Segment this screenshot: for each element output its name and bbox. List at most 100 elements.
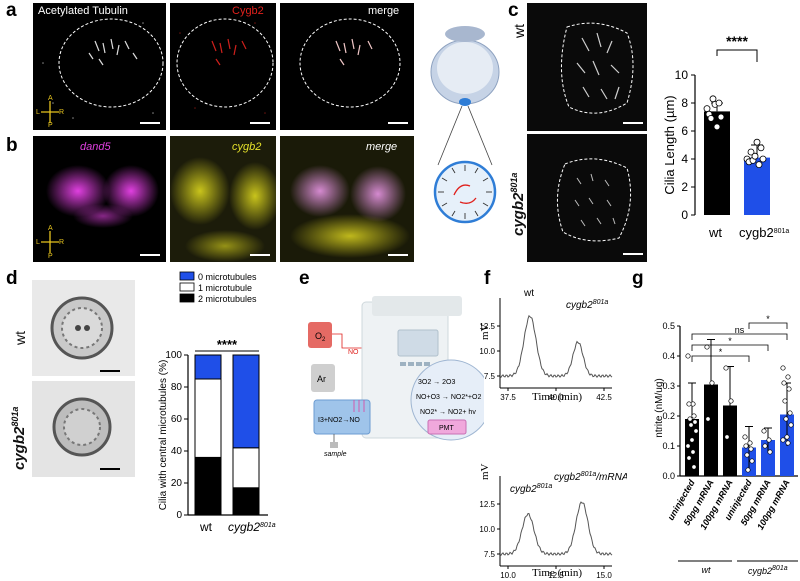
label-merge-a: merge [368,5,400,17]
nitrite-chart: ntrite (nM/ug)0.00.10.20.30.40.5uninject… [654,314,798,576]
chart-c-point [747,148,755,156]
chart-g-ytick-label: 0.0 [662,471,675,481]
axis-a-letter: A [48,95,53,102]
chart-d-ylabel: Cilia with central microtubules (%) [158,360,169,511]
axis-l-letter: L [36,239,40,246]
chart-c-point [751,152,759,160]
chart-f-xtick-label: 37.5 [500,393,516,402]
chart-g-point [784,434,790,440]
chart-g-bar [761,440,775,476]
chart-d-legend-swatch [179,282,195,292]
label-wt-d: wt [12,331,28,345]
chart-d-xlabel: cygb2801a [228,520,276,534]
reaction-3: NO2* → NO2+ hv [420,409,476,416]
chart-c-ytick-label: 4 [681,152,688,166]
chart-g-sig-bracket [691,355,750,362]
chart-d-legend-swatch [179,293,195,303]
chart-d-bar-segment [194,456,222,516]
chart-f-xtick-label: 10.0 [500,571,516,580]
chart-f-trace [499,501,613,557]
chart-g-ytick-label: 0.3 [662,381,675,391]
kupffer-vesicle-magnified [433,160,497,224]
panel-label-d: d [6,268,18,289]
chart-f-xtick-label: 42.5 [596,393,612,402]
chart-c-point [707,115,715,122]
chart-c-point [757,144,765,152]
f-bottom-ylabel: mV [479,463,491,480]
chart-f-ytick-label: 7.5 [484,372,496,381]
chart-c-point [755,161,763,169]
label-cygb2: Cygb2 [232,5,264,17]
chart-g-sig: * [719,347,723,357]
chart-g-point [787,410,793,416]
chart-g-point [785,440,791,446]
label-wt-c: wt [511,24,527,38]
reaction-1: 3O2 → 2O3 [418,379,455,386]
chart-g-point [766,437,772,443]
chart-g-point [693,428,699,434]
chart-c-xlabel: cygb2801a [739,225,789,240]
chart-c-ytick-label: 0 [681,208,688,222]
panel-label-f: f [484,268,491,289]
f-top-xlabel: Time (min) [532,391,582,403]
chart-c-ylabel: Cilia Length (µm) [662,95,677,194]
axis-r-letter: R [59,239,64,246]
pmt-label: PMT [439,425,455,432]
chart-g-point [744,452,750,458]
panel-label-c: c [508,0,519,21]
chart-g-point [692,419,698,425]
micrograph-cygb2-b [170,136,276,262]
axis-orientation-icon-a: A P L R [36,95,64,127]
chart-g-point [786,386,792,392]
axis-orientation-icon-b: A P L R [36,225,64,259]
chart-f-peak-label-mutant: cygb2801a [566,299,608,311]
chart-g-point [685,443,691,449]
chart-d-xlabel: wt [199,520,213,534]
chart-f-xtick-label: 12.5 [548,571,564,580]
chart-c-ytick-label: 2 [681,180,688,194]
chart-g-point [690,449,696,455]
chart-g-point [705,416,711,422]
argon-tank [311,364,335,392]
chart-g-point [761,428,767,434]
chart-g-sig: * [728,336,732,346]
chart-g-point [686,455,692,461]
chart-g-point [691,413,697,419]
chart-c-ytick-label: 10 [675,68,689,82]
micrograph-wt-cilia [527,3,647,131]
vessel-formula: I3+NO2→NO [318,417,360,424]
chart-g-point [724,434,730,440]
scale-bar [250,254,270,256]
axis-a-letter: A [48,225,53,232]
chart-d-legend-label: 0 microtubules [198,272,257,282]
scale-bar [250,122,270,124]
label-acetylated-tubulin: Acetylated Tubulin [38,5,128,17]
micrograph-cygb2 [170,3,276,130]
chart-g-ytick-label: 0.5 [662,321,675,331]
chart-g-point [723,365,729,371]
chart-g-sig-bracket [748,322,788,329]
chart-g-point [688,422,694,428]
chart-d-bar-segment [232,487,260,516]
chart-d-bar-segment [232,447,260,489]
chart-g-point [745,467,751,473]
chart-d-ytick-label: 60 [171,414,183,425]
chart-g-point [742,434,748,440]
label-mutant-c: cygb2801a [509,172,527,236]
chart-d-legend-label: 1 microtubule [198,283,252,293]
oxygen-tank [308,322,332,348]
panel-label-a: a [6,0,17,21]
f-top-ylabel: mV [479,323,491,340]
chart-d-legend-label: 2 microtubules [198,294,257,304]
chart-f-peak-label-wt: wt [523,288,534,299]
chart-g-point [783,416,789,422]
axis-p-letter: P [48,122,53,127]
chart-d-bar-segment [194,354,222,380]
pmt-box [427,419,467,435]
chart-c-point [717,113,725,121]
o2-label: O2 [315,331,326,343]
chemiluminescence-traces: mV Time (min) mV Time (min) 7.510.012.53… [479,288,627,580]
chart-g-group-mutant: cygb2801a [748,565,788,576]
chart-g-point [748,446,754,452]
